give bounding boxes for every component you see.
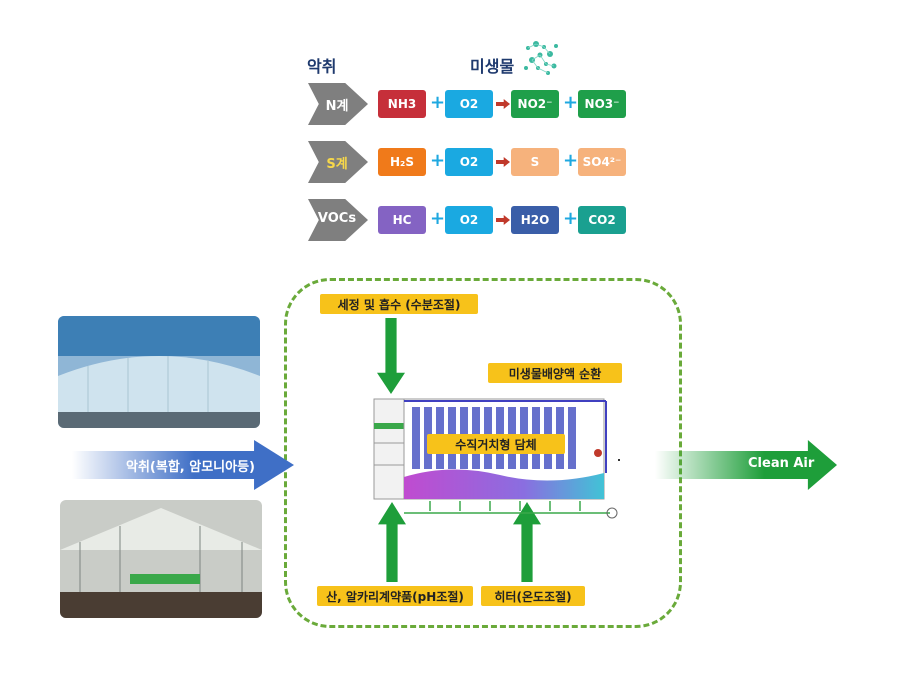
heater-label: 히터(온도조절)	[481, 586, 585, 606]
compound-box: O2	[445, 90, 493, 118]
compound-box: H₂S	[378, 148, 426, 176]
compound-box: CO2	[578, 206, 626, 234]
category-chevron: VOCs	[308, 199, 368, 241]
compound-box: S	[511, 148, 559, 176]
category-chevron: S계	[308, 141, 368, 183]
compound-box: O2	[445, 148, 493, 176]
outlet-label: Clean Air	[748, 456, 815, 471]
plus-icon: +	[430, 150, 446, 171]
plus-icon: +	[563, 208, 579, 229]
category-chevron: N계	[308, 83, 368, 125]
microbe-header-text: 미생물	[470, 57, 515, 76]
category-label: N계	[325, 99, 349, 114]
compound-box: NH3	[378, 90, 426, 118]
circulation-label: 미생물배양액 순환	[488, 363, 622, 383]
plus-icon: +	[430, 92, 446, 113]
compound-box: NO2⁻	[511, 90, 559, 118]
greenhouse-photo	[60, 500, 262, 618]
wash-label: 세정 및 흡수 (수분조절)	[320, 294, 478, 314]
plus-icon: +	[563, 92, 579, 113]
microbe-dots-icon	[524, 41, 558, 75]
plus-icon: +	[430, 208, 446, 229]
chem-label: 산, 알카리계약품(pH조절)	[317, 586, 473, 606]
reaction-arrow-icon	[496, 215, 510, 225]
odor-header: 악취	[307, 57, 337, 76]
compound-box: NO3⁻	[578, 90, 626, 118]
compound-box: O2	[445, 206, 493, 234]
inlet-label: 악취(복합, 암모니아등)	[126, 460, 255, 475]
category-label: VOCs	[317, 211, 357, 226]
media-label: 수직거치형 담체	[427, 434, 565, 454]
microbe-header: 미생물	[470, 38, 570, 78]
compound-box: H2O	[511, 206, 559, 234]
category-label: S계	[326, 157, 348, 172]
biofilter-reactor	[373, 398, 620, 519]
reaction-arrow-icon	[496, 99, 510, 109]
plus-icon: +	[563, 150, 579, 171]
reaction-arrow-icon	[496, 157, 510, 167]
compound-box: SO4²⁻	[578, 148, 626, 176]
dome-cover-photo	[58, 316, 260, 428]
compound-box: HC	[378, 206, 426, 234]
